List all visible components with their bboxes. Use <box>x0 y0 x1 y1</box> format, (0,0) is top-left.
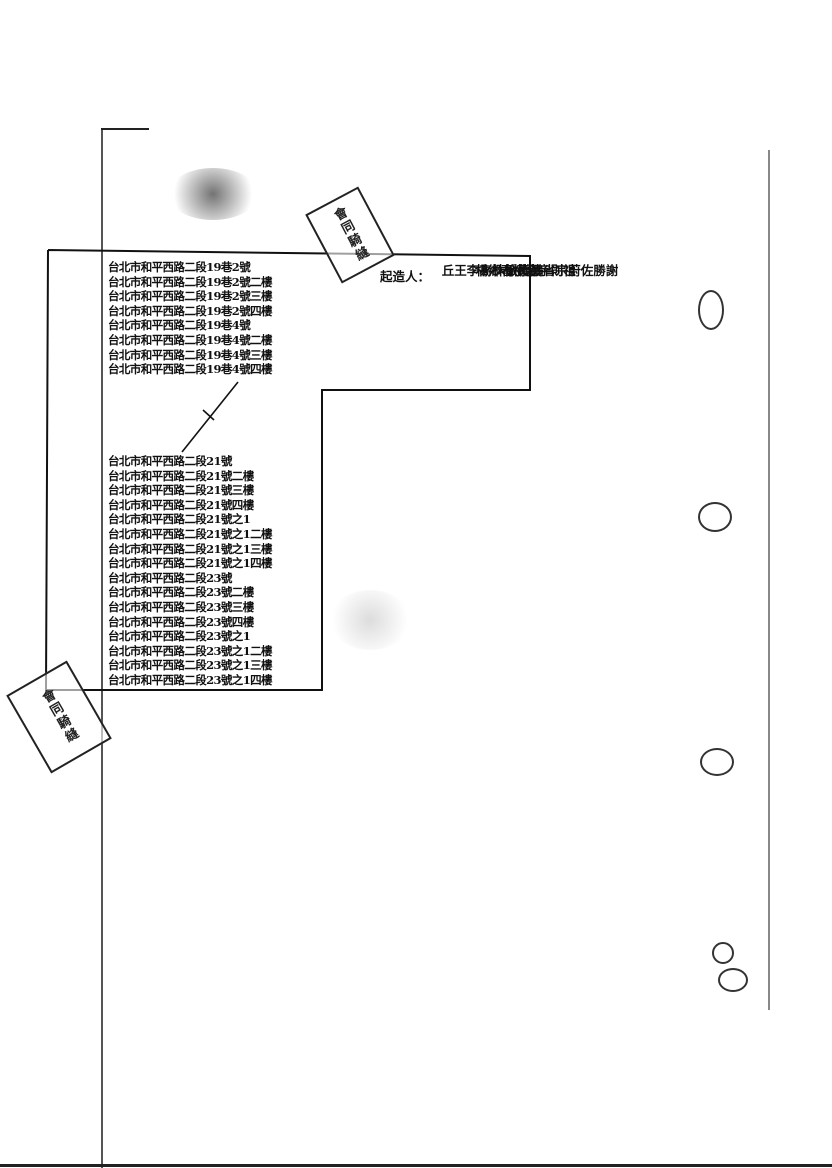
left-margin-line <box>101 128 103 1168</box>
punch-hole <box>698 502 732 532</box>
builder-label: 起造人： <box>380 269 431 284</box>
punch-hole <box>698 290 724 330</box>
name-column: 謝勝佐蔚宗省鵬儀敏 <box>503 264 619 280</box>
address-line: 台北市和平西路二段19巷2號四樓 <box>108 303 273 318</box>
ink-smudge <box>330 590 410 650</box>
address-line: 台北市和平西路二段21號之1 <box>108 512 251 527</box>
ink-smudge <box>168 168 258 220</box>
address-line: 台北市和平西路二段21號 <box>108 454 232 468</box>
address-line: 台北市和平西路二段19巷4號二樓 <box>108 332 273 347</box>
address-line: 台北市和平西路二段23號之1四樓 <box>108 672 273 687</box>
address-line: 台北市和平西路二段19巷4號 <box>108 318 251 333</box>
address-line: 台北市和平西路二段23號二樓 <box>108 585 254 600</box>
right-scan-line <box>768 150 770 1010</box>
address-line: 台北市和平西路二段23號之1二樓 <box>108 643 273 658</box>
punch-hole <box>712 942 734 964</box>
address-line: 台北市和平西路二段19巷4號三樓 <box>108 347 273 362</box>
name-column: 黃黃徐林高李王丘 <box>439 264 543 280</box>
address-line: 台北市和平西路二段23號四樓 <box>108 614 254 629</box>
address-line: 台北市和平西路二段19巷2號二樓 <box>108 274 273 289</box>
address-line: 台北市和平西路二段23號之1 <box>108 629 251 644</box>
address-line: 台北市和平西路二段19巷2號三樓 <box>108 289 273 304</box>
top-corner-mark <box>101 128 149 130</box>
name-column: 祖則宇金樹春鄉楊 <box>473 264 577 280</box>
punch-hole <box>718 968 748 992</box>
address-line: 台北市和平西路二段23號之1三樓 <box>108 658 273 673</box>
address-line: 台北市和平西路二段21號之1三樓 <box>108 541 273 556</box>
address-line: 台北市和平西路二段21號二樓 <box>108 468 254 483</box>
address-line: 台北市和平西路二段19巷4號四樓 <box>108 362 273 377</box>
address-line: 台北市和平西路二段23號三樓 <box>108 599 254 614</box>
address-line: 台北市和平西路二段21號之1二樓 <box>108 526 273 541</box>
address-line: 台北市和平西路二段23號 <box>108 570 232 585</box>
address-line: 台北市和平西路二段21號之1四樓 <box>108 556 273 571</box>
address-list-21-23: 台北市和平西路二段21號 台北市和平西路二段21號二樓 台北市和平西路二段21號… <box>108 454 328 688</box>
bottom-scan-edge <box>0 1164 832 1167</box>
address-line: 台北市和平西路二段21號四樓 <box>108 497 254 512</box>
address-line: 台北市和平西路二段21號三樓 <box>108 483 254 498</box>
punch-hole <box>700 748 734 776</box>
address-line: 台北市和平西路二段19巷2號 <box>108 260 251 274</box>
address-list-19-lane: 台北市和平西路二段19巷2號 台北市和平西路二段19巷2號二樓 台北市和平西路二… <box>108 260 328 377</box>
